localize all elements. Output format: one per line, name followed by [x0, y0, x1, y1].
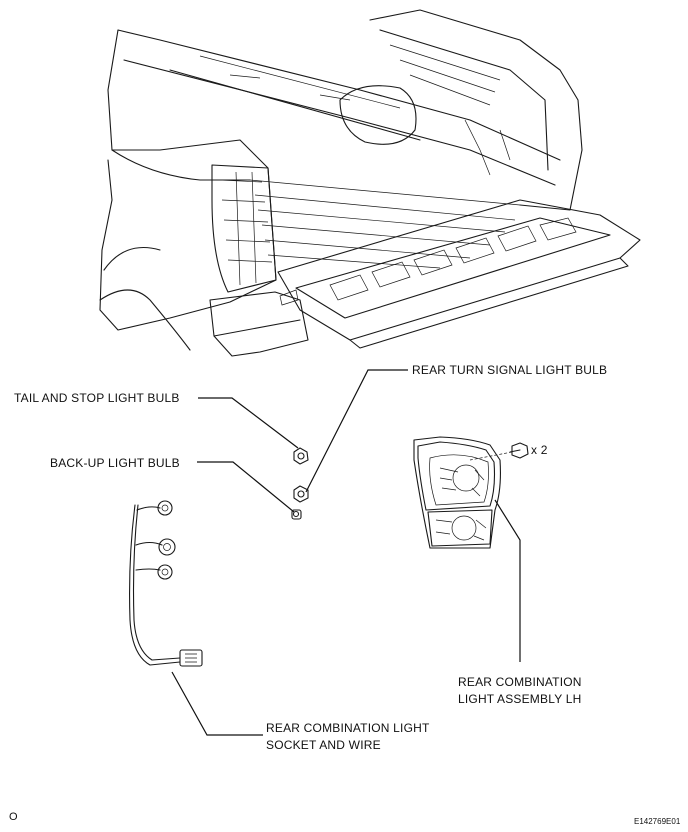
- label-tail-stop-bulb: TAIL AND STOP LIGHT BULB: [14, 391, 180, 405]
- footer-left-mark: O: [9, 811, 18, 823]
- mounting-bolt: [509, 442, 529, 459]
- label-assembly-line2: LIGHT ASSEMBLY LH: [458, 692, 582, 706]
- label-rear-turn-signal-bulb: REAR TURN SIGNAL LIGHT BULB: [412, 363, 608, 377]
- label-socket-line2: SOCKET AND WIRE: [266, 738, 381, 752]
- turn-signal-bulb: [293, 485, 309, 503]
- label-bolt-quantity: x 2: [531, 443, 548, 457]
- socket-wire-harness: [129, 500, 203, 667]
- label-socket-line1: REAR COMBINATION LIGHT: [266, 721, 430, 735]
- tail-stop-bulb: [293, 447, 309, 465]
- leader-lines: [171, 369, 521, 736]
- label-assembly-line1: REAR COMBINATION: [458, 675, 582, 689]
- label-backup-bulb: BACK-UP LIGHT BULB: [50, 456, 180, 470]
- rear-combination-light-assembly: [413, 436, 501, 549]
- figure-code: E142769E01: [634, 817, 681, 826]
- truck-bed-illustration: [99, 9, 641, 357]
- backup-bulb: [291, 509, 302, 520]
